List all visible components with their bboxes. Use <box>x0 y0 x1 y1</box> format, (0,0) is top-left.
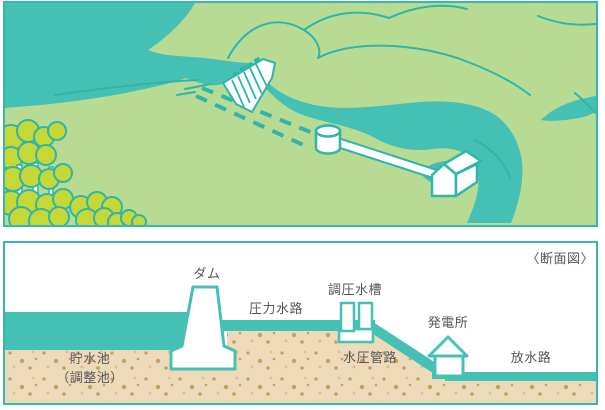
overview-illustration <box>5 3 596 225</box>
power-station-house <box>430 149 483 198</box>
surge-tank-cross-section <box>337 301 375 344</box>
pressure-waterway-label: 圧力水路 <box>248 302 303 317</box>
surge-tank-label: 調圧水槽 <box>327 283 382 298</box>
cross-section-illustration <box>5 285 596 403</box>
reservoir-label-line2: （調整池） <box>56 370 124 386</box>
river-shape <box>257 69 523 223</box>
dam-label: ダム <box>193 267 221 282</box>
tailrace-band <box>445 372 596 381</box>
overview-panel <box>3 1 598 227</box>
dam-cross-section <box>169 285 237 371</box>
cross-section-panel <box>3 241 598 405</box>
reservoir-label: 貯水池 （調整池） <box>38 351 142 388</box>
lake-shape <box>5 3 273 108</box>
forest-trees <box>5 119 147 225</box>
penstock-band <box>370 320 442 379</box>
power-station-cross-section <box>427 335 469 378</box>
cross-section-title: 〈断面図〉 <box>526 252 594 267</box>
pressure-waterway-band <box>155 320 375 331</box>
ground-sand <box>5 331 596 403</box>
penstock-label: 水圧管路 <box>342 351 397 366</box>
power-station-label: 発電所 <box>427 316 469 331</box>
ridge-lines <box>54 4 596 179</box>
dam-crest-piers <box>232 56 261 78</box>
tributary-shape <box>541 96 596 121</box>
dam-structure <box>222 56 276 113</box>
surge-tank-cylinder <box>314 124 342 155</box>
tailrace-label: 放水路 <box>510 351 552 366</box>
tunnel-dashed-line <box>195 86 331 150</box>
reservoir-label-line1: 貯水池 <box>69 352 111 367</box>
